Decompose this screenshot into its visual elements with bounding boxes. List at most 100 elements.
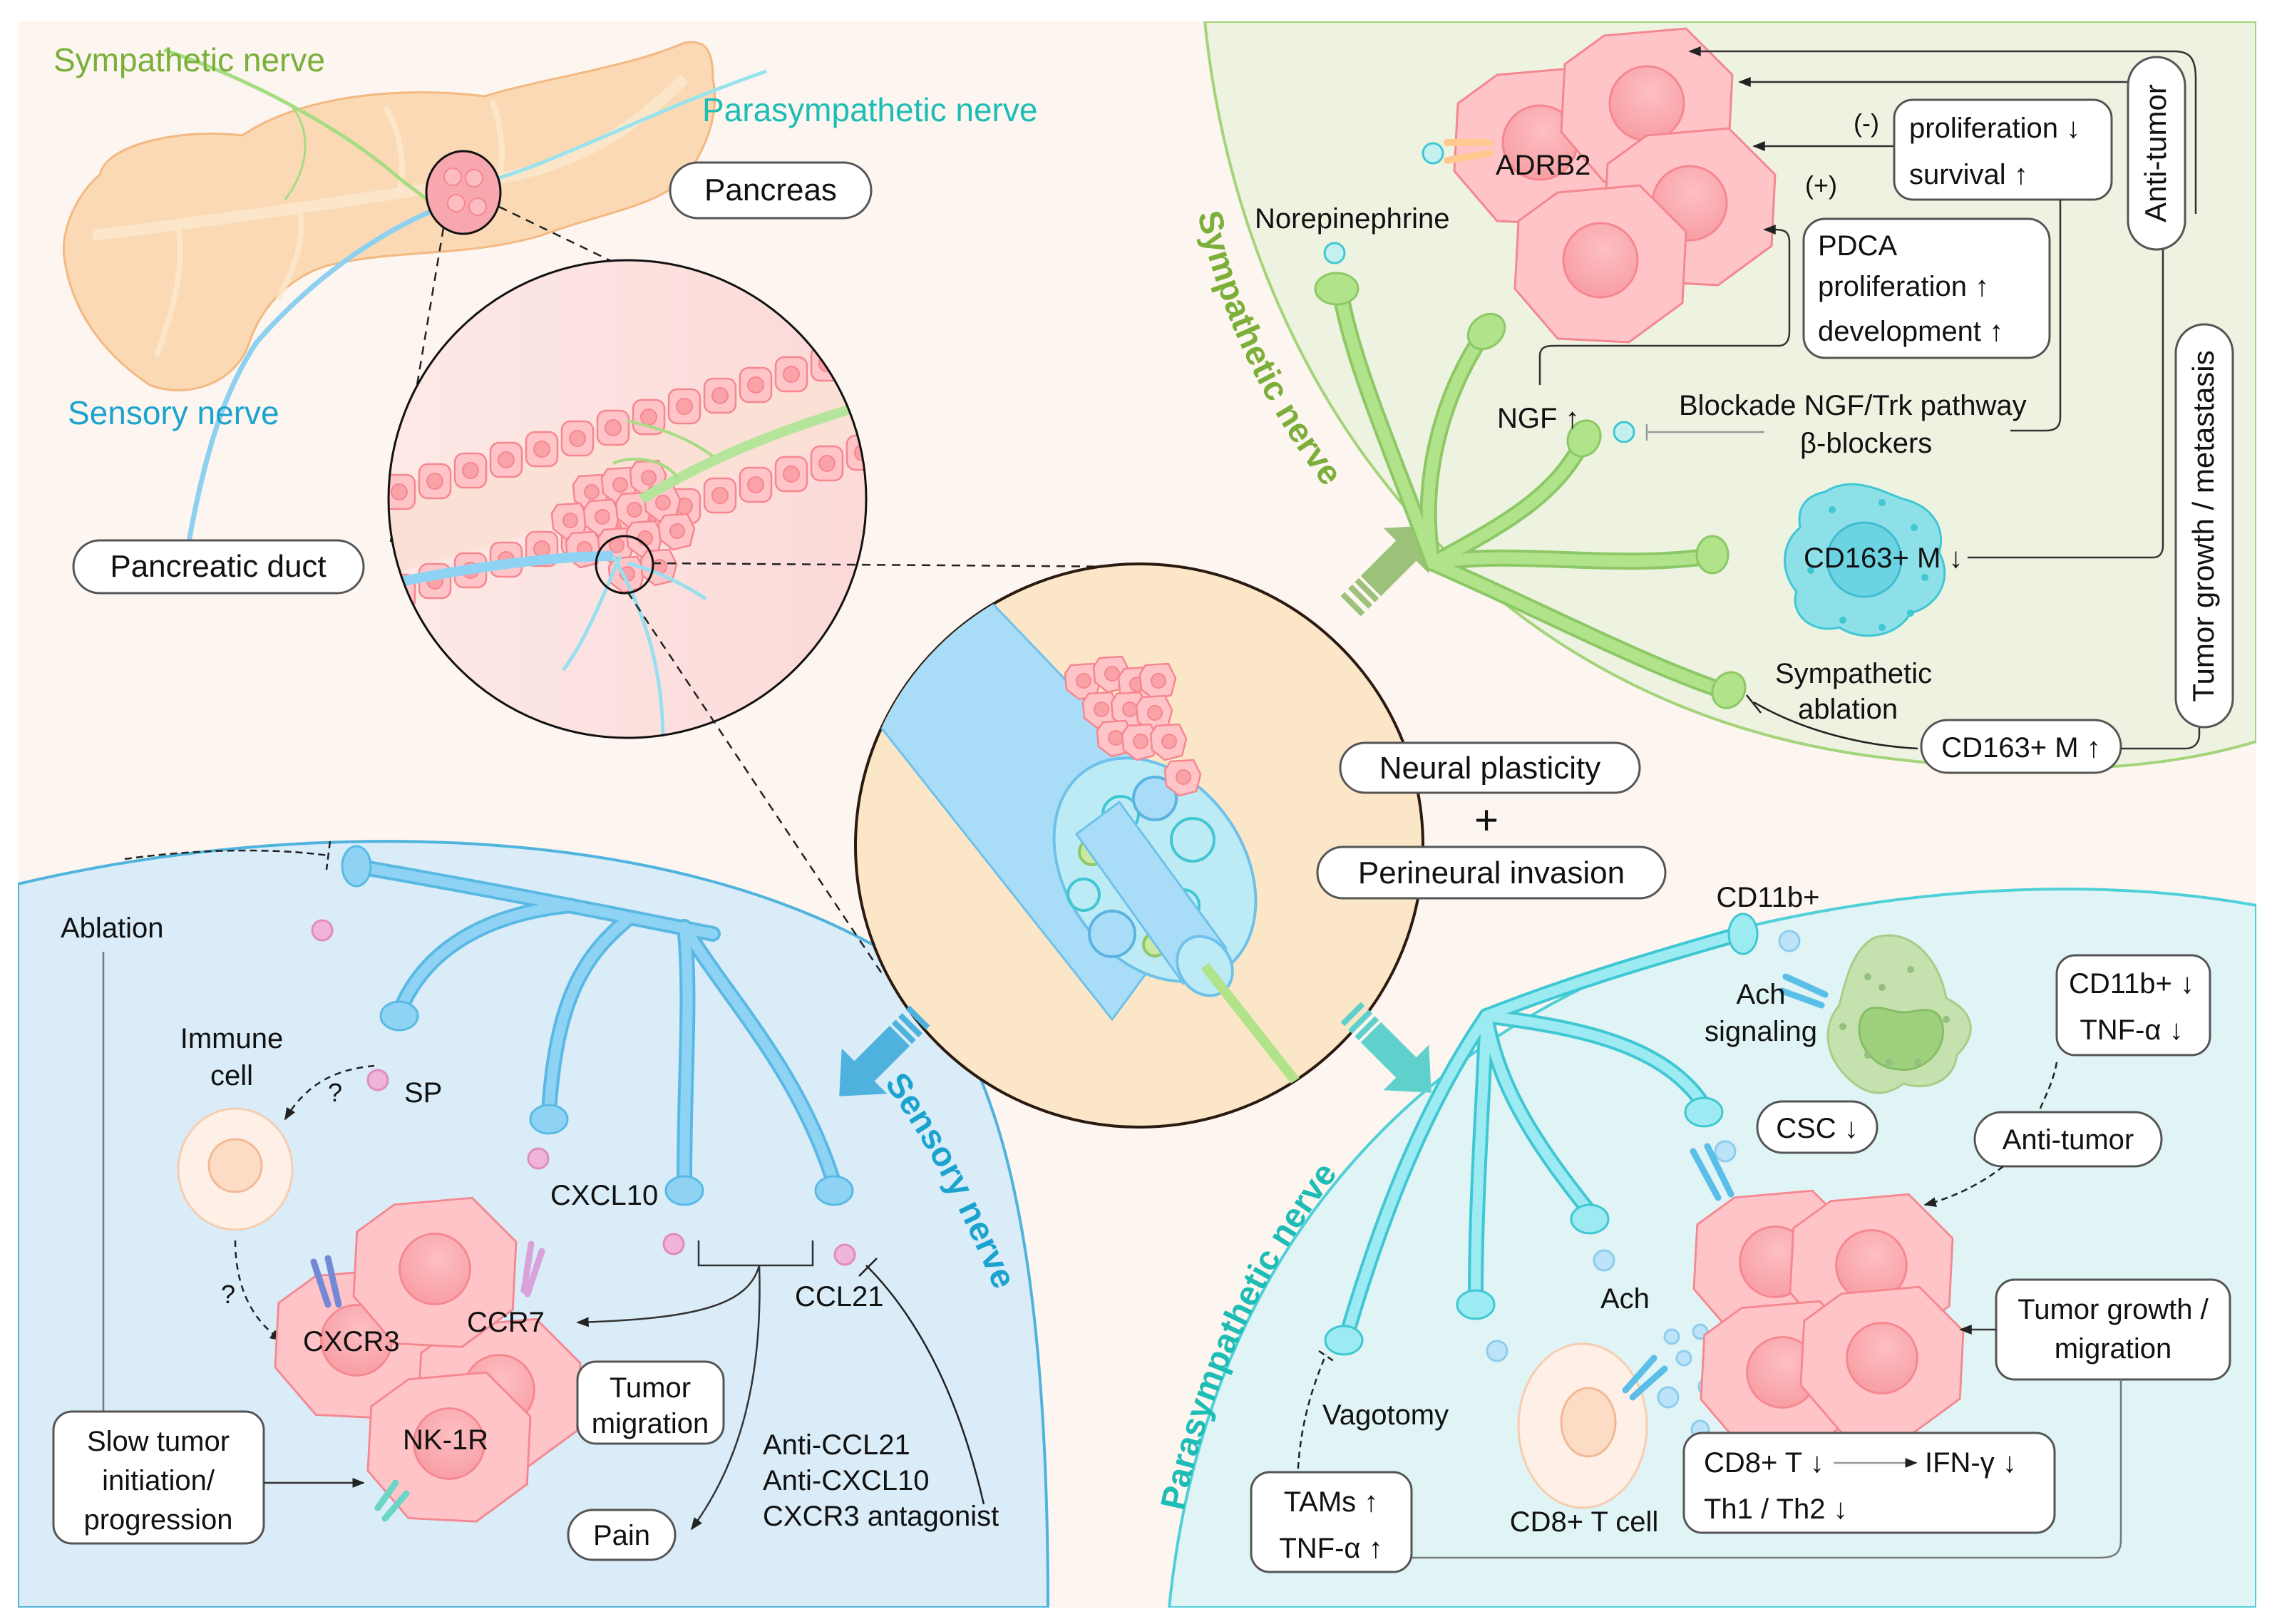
treatment-inhibition-line	[858, 1258, 985, 1505]
cd11b-box-line: CD11b+ ↓	[2069, 968, 2194, 999]
pancreatic-duct-zoom	[387, 259, 868, 739]
effects-line: proliferation ↓	[1909, 113, 2080, 144]
adrb2-label: ADRB2	[1496, 150, 1590, 181]
neural-plasticity-pill: Neural plasticity	[1339, 741, 1641, 794]
slow-tumor-label: initiation/	[102, 1465, 215, 1496]
connector-line	[1968, 242, 2164, 559]
arrow-to-tumor-migration	[576, 1265, 761, 1327]
sensory-nerve-fill	[351, 861, 839, 1188]
sensory-neuropeptide-icons	[311, 919, 856, 1266]
perineural-invasion-pill: Perineural invasion	[1316, 846, 1667, 900]
pancreatic-duct-label-pill: Pancreatic duct	[72, 539, 365, 595]
sp-label: SP	[404, 1077, 442, 1109]
inhibition-line	[1645, 424, 1764, 441]
question-mark: ?	[221, 1280, 235, 1309]
connector-line	[2037, 1062, 2058, 1113]
pancreatic-duct-label: Pancreatic duct	[110, 549, 326, 584]
anti-tumor-vertical-box: Anti-tumor	[2127, 56, 2186, 251]
duct-epithelial-cell	[739, 366, 773, 404]
duct-epithelial-cell	[560, 420, 595, 457]
effects-box: proliferation ↓ survival ↑	[1893, 98, 2113, 201]
norepinephrine-molecule-icon	[1323, 242, 1346, 264]
zoom-guide-line	[626, 591, 885, 977]
immune-cell-label: cell	[210, 1060, 253, 1091]
pancreas-tumor-site	[425, 150, 502, 235]
tumor-migration-box: Tumor migration	[576, 1360, 725, 1445]
cd163-down-label: CD163+ M ↓	[1804, 543, 1963, 574]
cd163-up-label: CD163+ M ↑	[1941, 732, 2100, 764]
duct-epithelial-cell	[596, 409, 630, 446]
connector-line	[2121, 727, 2201, 750]
duct-epithelial-cell	[810, 445, 844, 482]
cd8-t-cell-icon	[1517, 1342, 1648, 1509]
effects-line: survival ↑	[1909, 159, 2028, 190]
zoom-guide-line	[652, 562, 1138, 568]
tnf-alpha-up-label: TNF-α ↑	[1279, 1533, 1382, 1564]
ablation-label: Ablation	[61, 913, 164, 944]
cd11b-box-line: TNF-α ↓	[2080, 1014, 2183, 1046]
ach-receptor-icon	[1690, 1143, 1734, 1201]
parasympathetic-nerve-fill	[1342, 929, 1744, 1338]
duct-epithelial-cell	[525, 431, 559, 468]
sympathetic-region	[1203, 21, 2256, 771]
arrow-ngf-to-tumor	[1538, 225, 1791, 385]
sympathetic-ablation-label: Sympathetic	[1775, 658, 1932, 689]
sensory-nerve-terminals	[341, 845, 854, 1206]
nk1r-receptor-icon	[374, 1479, 410, 1522]
pdca-line: PDCA	[1818, 230, 1897, 262]
blockade-label: Blockade NGF/Trk pathway	[1679, 390, 2027, 421]
arrow-to-parasympathetic-icon	[1340, 1002, 1432, 1093]
ngf-label: NGF ↑	[1497, 403, 1580, 434]
arrow-to-sensory-icon	[839, 1005, 930, 1096]
ach-signaling-label: signaling	[1705, 1016, 1817, 1047]
perineural-invasion-label: Perineural invasion	[1358, 855, 1625, 890]
overview-parasympathetic-label: Parasympathetic nerve	[702, 91, 1037, 128]
immune-cell-label: Immune	[180, 1023, 284, 1054]
parasympathetic-nerve-terminals	[1324, 913, 1759, 1356]
ccl21-label: CCL21	[795, 1281, 884, 1312]
ablation-inhibition-line	[124, 841, 331, 870]
tams-box: TAMs ↑ TNF-α ↑	[1250, 1471, 1413, 1573]
csc-label: CSC ↓	[1776, 1113, 1859, 1144]
tumor-migration-label: migration	[592, 1408, 709, 1439]
treatment-label: Anti-CXCL10	[763, 1465, 929, 1496]
negative-sign-label: (-)	[1854, 108, 1879, 138]
slow-tumor-box: Slow tumor initiation/ progression	[52, 1410, 265, 1545]
sympathetic-nerve-terminals	[1314, 272, 1747, 709]
tumor-growth-metastasis-label: Tumor growth / metastasis	[2186, 350, 2220, 701]
pain-box: Pain	[567, 1509, 677, 1561]
duct-epithelial-cell	[774, 456, 808, 493]
cd11b-receptor-icon	[1779, 973, 1829, 1009]
duct-epithelial-cell	[418, 463, 452, 500]
beta-blockers-label: β-blockers	[1800, 428, 1932, 459]
ifn-gamma-label: IFN-γ ↓	[1925, 1447, 2017, 1479]
positive-sign-label: (+)	[1805, 170, 1837, 200]
sympathetic-nerve-fill	[1335, 287, 1731, 697]
cd163-up-box: CD163+ M ↑	[1920, 719, 2122, 774]
pdca-line: proliferation ↑	[1818, 271, 1989, 302]
overview-sensory-label: Sensory nerve	[68, 394, 279, 431]
th1-th2-label: Th1 / Th2 ↓	[1704, 1494, 1848, 1525]
ccr7-receptor-icon	[520, 1240, 545, 1297]
inhibition-line	[1746, 694, 1918, 750]
cd163-macrophage-icon	[1784, 483, 1946, 637]
tumor-growth-migration-label: migration	[2055, 1333, 2172, 1365]
tumor-cluster-parasympathetic	[1692, 1189, 1965, 1451]
cd11b-title: CD11b+	[1717, 882, 1820, 913]
cxcr3-label: CXCR3	[303, 1326, 400, 1357]
cd8-down-label: CD8+ T ↓	[1704, 1447, 1824, 1479]
anti-tumor-label-para: Anti-tumor	[2003, 1124, 2134, 1156]
pancreas-label-pill: Pancreas	[669, 161, 873, 220]
ccr7-label: CCR7	[467, 1307, 545, 1338]
duct-epithelial-cell	[703, 477, 737, 514]
cd8-t-cell-label: CD8+ T cell	[1510, 1506, 1659, 1538]
immune-cell-icon	[177, 1107, 294, 1231]
nerve-cross-section	[854, 562, 1424, 1129]
duct-epithelial-cell	[489, 441, 523, 478]
duct-epithelial-cell	[774, 356, 808, 393]
ngf-molecule-icon	[1613, 421, 1635, 443]
zoom-inner-marker	[595, 535, 654, 595]
tams-label: TAMs ↑	[1284, 1486, 1379, 1518]
overview-sympathetic-label: Sympathetic nerve	[53, 41, 325, 78]
